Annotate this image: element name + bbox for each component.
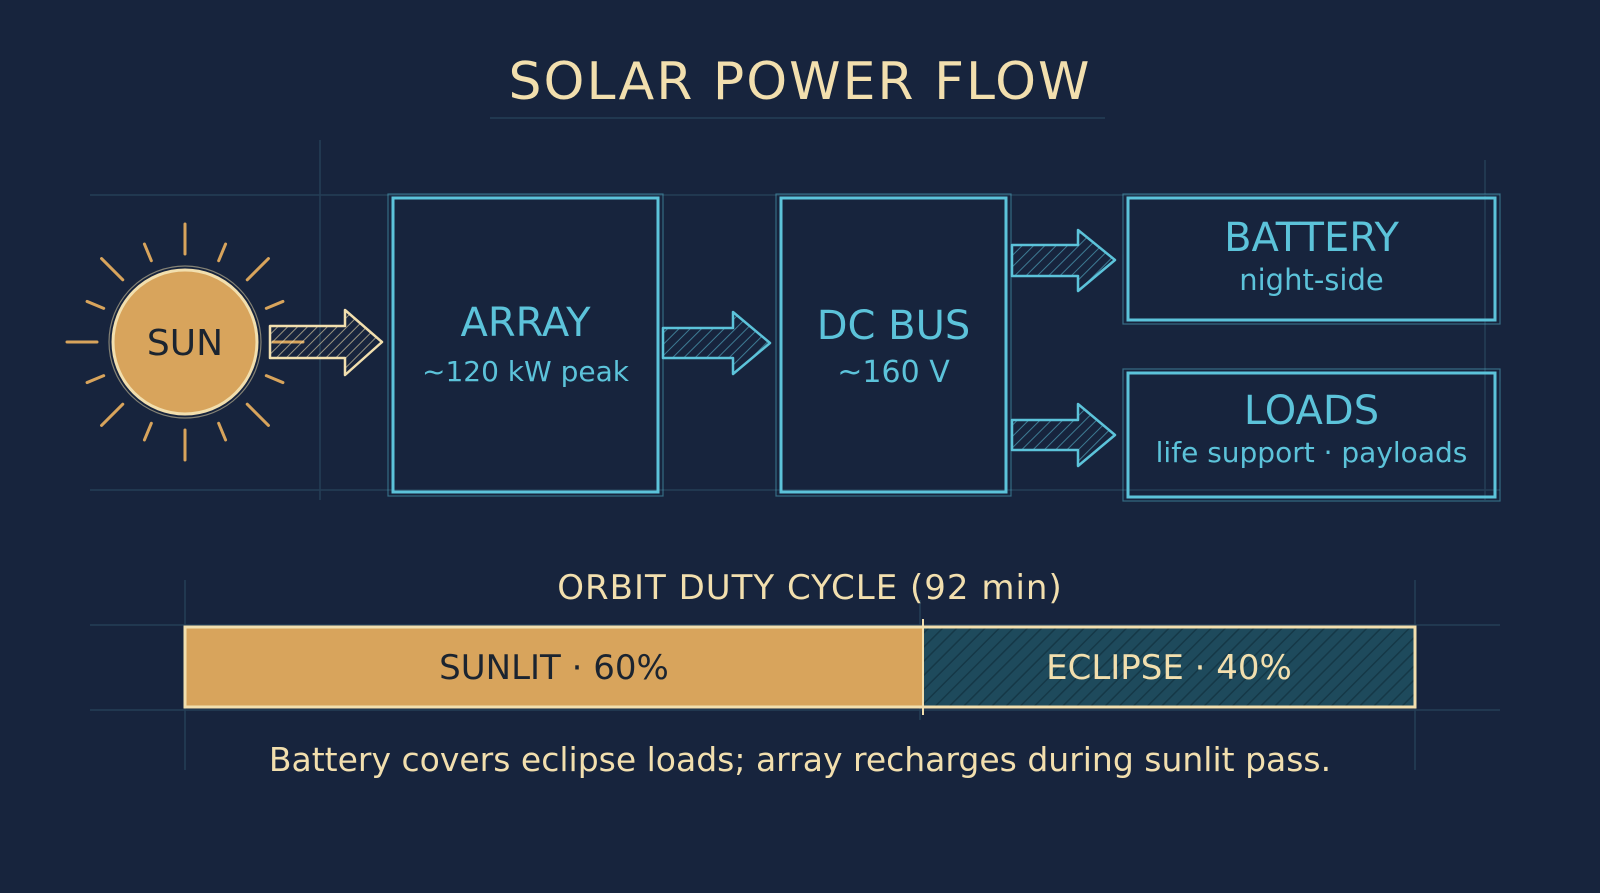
arrow-dcbus-to-battery <box>1010 228 1117 293</box>
battery-detail: night-side <box>1239 263 1384 297</box>
sun-ray <box>217 421 228 442</box>
array-label: ARRAY <box>460 300 591 346</box>
grid-lines <box>90 117 1500 770</box>
dc-bus-box <box>779 196 1008 494</box>
dc-bus-label: DC BUS <box>816 303 971 349</box>
sun-ray <box>245 257 270 282</box>
sun-ray <box>142 421 153 442</box>
sun-ray <box>264 374 285 385</box>
page-title: SOLAR POWER FLOW <box>508 52 1092 112</box>
arrow-array-to-dcbus <box>661 310 772 376</box>
loads-label: LOADS <box>1243 388 1380 434</box>
battery-box <box>1126 196 1497 322</box>
duty-bar-outline <box>183 625 1417 709</box>
eclipse-hatching <box>923 627 1415 707</box>
sun-ray <box>245 402 270 427</box>
sun-ray <box>142 242 153 263</box>
arrow-sun-to-array <box>268 308 384 377</box>
sun-ray <box>217 242 228 263</box>
caption: Battery covers eclipse loads; array rech… <box>268 740 1332 779</box>
sun-ray <box>85 299 106 310</box>
arrow-dcbus-to-loads <box>1010 402 1117 468</box>
duty-cycle-title: ORBIT DUTY CYCLE (92 min) <box>557 568 1063 608</box>
dc-bus-detail: ~160 V <box>837 355 950 390</box>
sun-ray <box>85 374 106 385</box>
loads-detail: life support · payloads <box>1155 436 1468 469</box>
sun-icon <box>65 222 305 462</box>
sun-ray <box>100 257 125 282</box>
sunlit-segment <box>185 627 923 707</box>
duty-cycle-bar <box>183 619 1417 715</box>
sun-ray <box>264 299 285 310</box>
loads-box <box>1126 371 1497 499</box>
sunlit-segment-label: SUNLIT · 60% <box>439 648 669 688</box>
sun-label: SUN <box>146 323 224 364</box>
array-box <box>391 196 660 494</box>
sun-ray <box>100 402 125 427</box>
array-detail: ~120 kW peak <box>422 355 629 388</box>
battery-label: BATTERY <box>1224 215 1399 261</box>
eclipse-segment-label: ECLIPSE · 40% <box>1046 648 1292 688</box>
